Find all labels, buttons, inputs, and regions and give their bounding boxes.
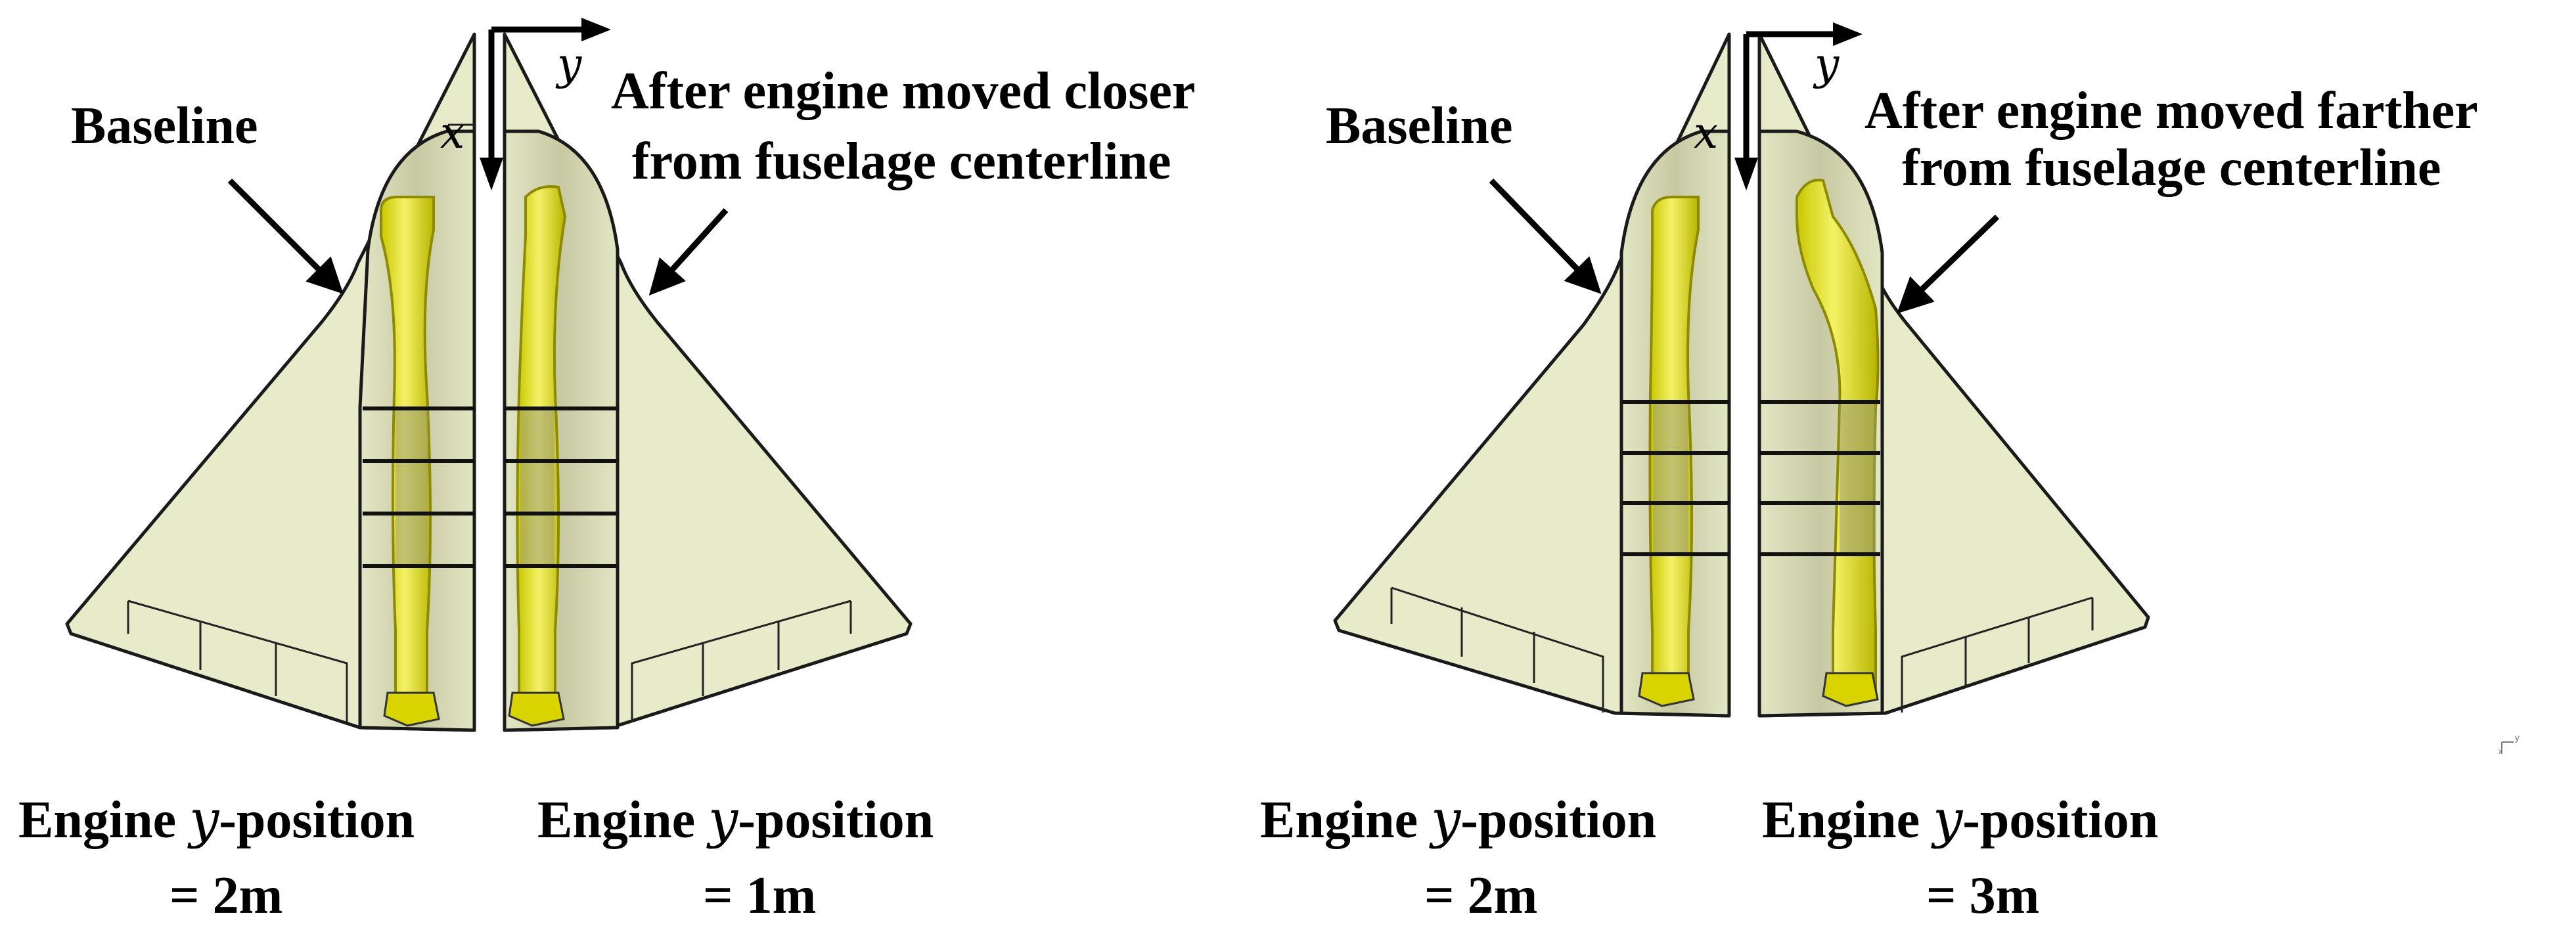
corner-triad-icon: y x bbox=[2498, 732, 2520, 756]
axes-indicator-2: x y bbox=[1694, 22, 1863, 190]
modified-caption-line2-2: = 3m bbox=[1926, 867, 2039, 925]
baseline-label: Baseline bbox=[71, 97, 258, 155]
modified-label-line1-2: After engine moved farther bbox=[1864, 82, 2478, 140]
x-axis-label-2: x bbox=[1694, 108, 1718, 158]
panel-farther: x y Baseline After engine moved farther … bbox=[1260, 22, 2478, 925]
x-axis-label: x bbox=[440, 108, 464, 158]
baseline-caption-line1: Engine y-position bbox=[18, 789, 415, 850]
modified-half-wing-2 bbox=[1757, 32, 2150, 718]
axes-indicator-1: x y bbox=[440, 18, 611, 190]
modified-pointer-arrow bbox=[648, 208, 729, 296]
modified-label-line1: After engine moved closer bbox=[611, 62, 1195, 120]
modified-label-line2: from fuselage centerline bbox=[632, 133, 1171, 190]
modified-caption-line1: Engine y-position bbox=[537, 789, 934, 850]
baseline-label-2: Baseline bbox=[1326, 97, 1512, 155]
panel-closer: x y Baseline After engine moved closer f… bbox=[18, 18, 1195, 925]
y-axis-label-2: y bbox=[1813, 39, 1840, 89]
modified-half-wing bbox=[503, 32, 913, 732]
y-axis-label: y bbox=[555, 39, 582, 89]
modified-caption-line1-2: Engine y-position bbox=[1762, 789, 2158, 850]
baseline-caption-line2: = 2m bbox=[169, 867, 282, 925]
baseline-caption-line2-2: = 2m bbox=[1424, 867, 1537, 925]
modified-caption-line2: = 1m bbox=[703, 867, 816, 925]
modified-pointer-arrow-2 bbox=[1897, 214, 2000, 314]
baseline-caption-line1-2: Engine y-position bbox=[1260, 789, 1656, 850]
modified-label-line2-2: from fuselage centerline bbox=[1902, 139, 2441, 197]
baseline-half-wing bbox=[65, 32, 476, 732]
triad-x-label: x bbox=[2498, 747, 2502, 756]
baseline-pointer-arrow-2 bbox=[1489, 178, 1602, 294]
triad-y-label: y bbox=[2515, 732, 2520, 743]
baseline-pointer-arrow bbox=[227, 178, 344, 294]
baseline-half-wing-2 bbox=[1333, 32, 1731, 718]
